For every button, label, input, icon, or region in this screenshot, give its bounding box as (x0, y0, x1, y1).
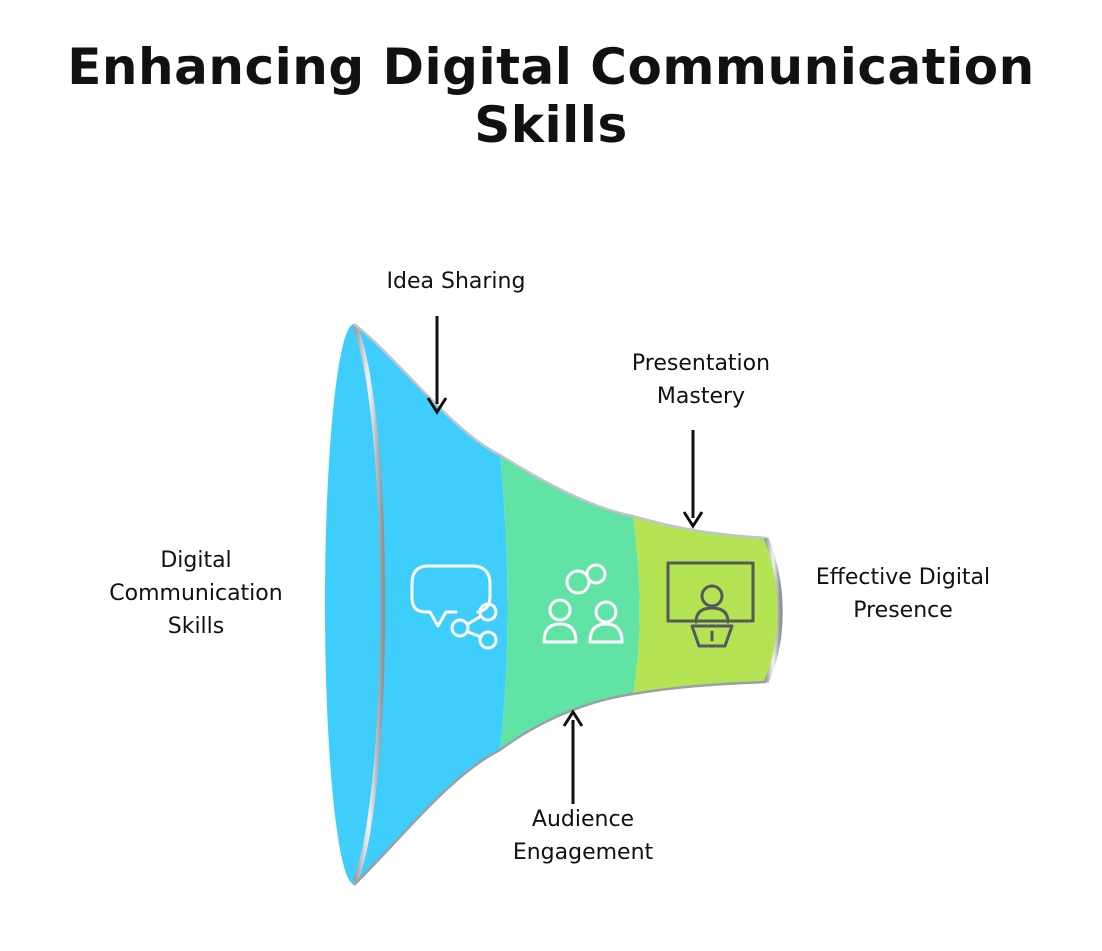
funnel-rim (352, 325, 386, 883)
funnel-top-edge (353, 323, 767, 540)
presenter-screen-icon (666, 561, 755, 648)
page-title: Enhancing Digital Communication Skills (67, 38, 1035, 154)
chat-share-icon (410, 564, 498, 650)
arrows (426, 316, 704, 804)
funnel-bottom-edge (353, 680, 767, 886)
label-idea-sharing: Idea Sharing (386, 269, 526, 294)
segment-audience-engagement (500, 455, 640, 750)
funnel-spout-rim (763, 537, 783, 684)
label-presentation-mastery: Presentation Mastery (631, 351, 771, 409)
label-audience-engagement: Audience Engagement (512, 807, 654, 865)
audience-people-icon (542, 563, 624, 644)
label-digital-communication-skills: Digital Communication Skills (109, 548, 283, 639)
funnel-mouth (325, 324, 383, 884)
label-effective-digital-presence: Effective Digital Presence (815, 565, 991, 623)
segment-idea-sharing (352, 324, 508, 885)
